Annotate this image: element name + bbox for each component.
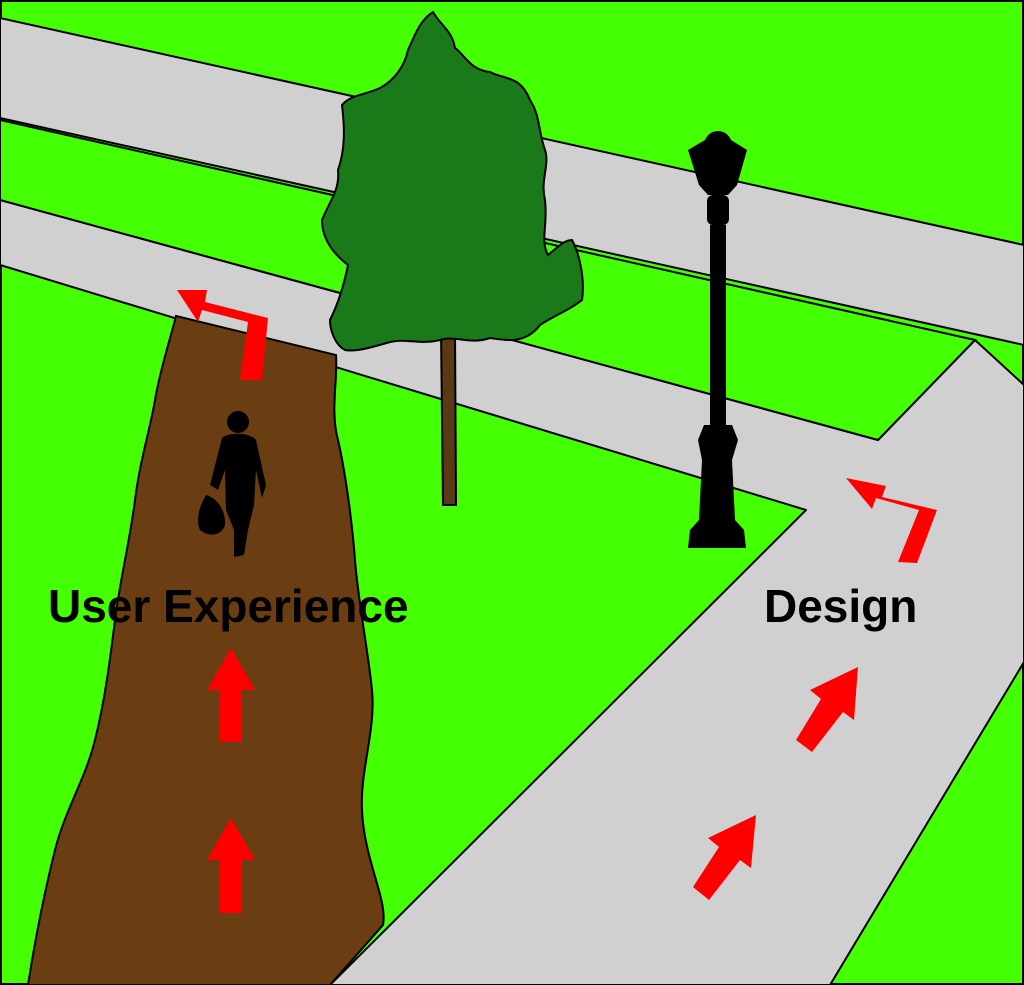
user-experience-label: User Experience bbox=[48, 580, 409, 632]
street-lamp-icon bbox=[688, 131, 747, 548]
person-head bbox=[227, 411, 249, 433]
person-body bbox=[210, 433, 266, 557]
lamp-head bbox=[688, 131, 747, 195]
lamp-pole bbox=[710, 225, 726, 425]
tree-trunk bbox=[439, 329, 458, 506]
arrow-icon bbox=[693, 815, 756, 900]
dirt-path-arrows bbox=[177, 290, 268, 913]
arrow-icon bbox=[207, 818, 255, 913]
design-label: Design bbox=[764, 580, 917, 632]
lamp-base bbox=[688, 425, 746, 548]
tree-icon bbox=[320, 10, 584, 506]
dirt-path bbox=[26, 314, 385, 985]
person-bag bbox=[197, 495, 226, 535]
turn-arrow-icon bbox=[846, 478, 937, 563]
walkway-arrows bbox=[693, 478, 937, 900]
walking-person-icon bbox=[197, 411, 266, 557]
arrow-icon bbox=[207, 648, 255, 742]
turn-arrow-icon bbox=[177, 290, 268, 380]
tree-foliage bbox=[320, 10, 584, 352]
lamp-neck bbox=[707, 195, 729, 225]
arrow-icon bbox=[796, 667, 858, 752]
